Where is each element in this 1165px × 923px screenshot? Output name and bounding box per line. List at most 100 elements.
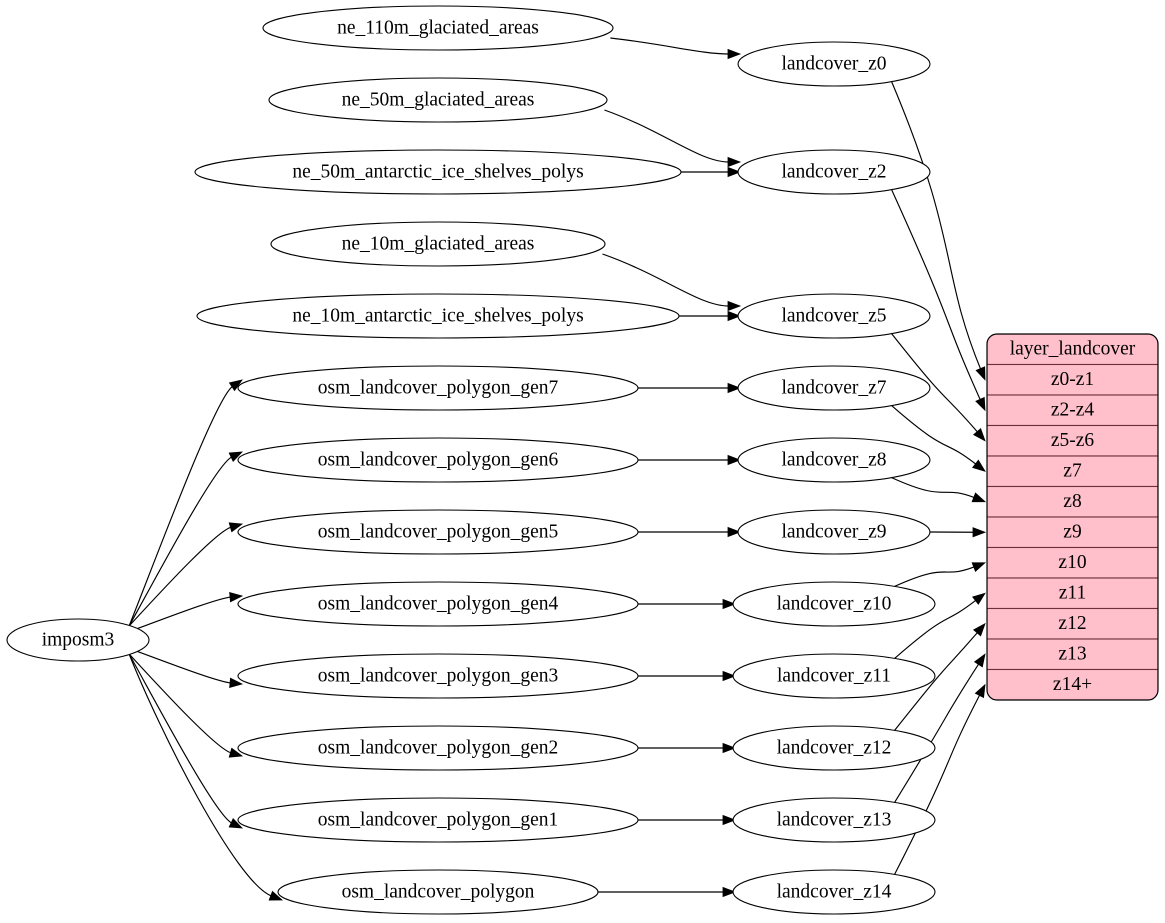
node-osm_landcover_polygon_gen5[interactable]: osm_landcover_polygon_gen5 [237,509,639,555]
node-label-imposm3: imposm3 [42,629,115,650]
node-osm_landcover_polygon_gen3[interactable]: osm_landcover_polygon_gen3 [237,653,639,699]
table-row-label-z10: z10 [1058,552,1086,573]
node-shape-ne_110m_glaciated_areas [262,5,614,51]
node-label-ne_10m_glaciated_areas: ne_10m_glaciated_areas [342,233,535,254]
node-shape-landcover_z5 [737,293,931,339]
edge-imposm3-to-osm_landcover_polygon_gen3 [128,647,232,684]
node-label-osm_landcover_polygon: osm_landcover_polygon [342,881,535,902]
edge-ne_10m_glaciated_areas-to-landcover_z5-arrowhead [727,300,742,312]
node-landcover_z2[interactable]: landcover_z2 [737,149,931,195]
node-landcover_z11[interactable]: landcover_z11 [732,653,936,699]
node-ne_10m_glaciated_areas[interactable]: ne_10m_glaciated_areas [270,221,606,267]
table-row-cell-z9[interactable] [987,516,1158,549]
node-ne_10m_antarctic_ice_shelves_polys[interactable]: ne_10m_antarctic_ice_shelves_polys [196,293,680,339]
node-label-ne_10m_antarctic_ice_shelves_polys: ne_10m_antarctic_ice_shelves_polys [292,305,583,326]
node-landcover_z8[interactable]: landcover_z8 [737,437,931,483]
edge-imposm3-to-osm_landcover_polygon_gen7-arrowhead [228,379,243,392]
edge-landcover_z2-to-table-row-1-arrowhead [975,396,986,412]
edge-imposm3-to-osm_landcover_polygon_gen6-arrowhead [228,451,244,463]
edge-osm_landcover_polygon-to-landcover_z14-arrowhead [722,886,737,898]
table-row-label-z9: z9 [1063,522,1081,543]
edge-imposm3-to-osm_landcover_polygon_gen2-arrowhead [228,747,244,758]
edge-landcover_z13-to-table-row-9-arrowhead [973,653,986,668]
node-label-landcover_z13: landcover_z13 [777,809,892,830]
node-label-landcover_z2: landcover_z2 [781,161,886,182]
node-shape-landcover_z7 [737,365,931,411]
table-row-cell-z14+[interactable] [987,668,1158,701]
edge-landcover_z0-to-table-row-0-arrowhead [975,366,986,381]
edge-osm_landcover_polygon_gen6-to-landcover_z8-arrowhead [727,454,742,466]
node-shape-ne_50m_glaciated_areas [268,77,608,123]
node-ne_50m_glaciated_areas[interactable]: ne_50m_glaciated_areas [268,77,608,123]
edge-ne_10m_antarctic_ice_shelves_polys-to-landcover_z5-arrowhead [727,310,742,322]
node-shape-osm_landcover_polygon_gen2 [237,725,639,771]
node-layer-landcover-table[interactable]: layer_landcoverz0-z1z2-z4z5-z6z7z8z9z10z… [986,333,1159,701]
edge-landcover_z11-to-table-row-7-arrowhead [972,592,986,605]
table-row-label-z5-z6: z5-z6 [1051,430,1095,451]
edge-imposm3-to-osm_landcover_polygon-arrowhead [268,890,284,901]
edge-osm_landcover_polygon_gen7-to-landcover_z7-arrowhead [727,382,742,394]
edge-landcover_z7-to-table-row-3 [891,405,977,465]
edge-landcover_z12-to-table-row-8-arrowhead [972,622,986,637]
node-shape-landcover_z0 [737,41,931,87]
table-row-label-z2-z4: z2-z4 [1051,400,1095,421]
edge-imposm3-to-osm_landcover_polygon_gen1 [128,653,233,824]
edge-osm_landcover_polygon_gen4-to-landcover_z10-arrowhead [722,598,737,610]
node-shape-ne_50m_antarctic_ice_shelves_polys [194,149,682,195]
node-label-landcover_z7: landcover_z7 [781,377,886,398]
node-landcover_z9[interactable]: landcover_z9 [737,509,931,555]
edge-ne_10m_glaciated_areas-to-landcover_z5 [602,253,730,307]
edge-landcover_z0-to-table-row-0 [891,81,982,370]
node-landcover_z0[interactable]: landcover_z0 [737,41,931,87]
node-label-osm_landcover_polygon_gen6: osm_landcover_polygon_gen6 [318,449,559,470]
edge-landcover_z11-to-table-row-7 [894,599,977,659]
node-label-landcover_z5: landcover_z5 [781,305,886,326]
edge-landcover_z5-to-table-row-2 [891,333,979,433]
node-landcover_z13[interactable]: landcover_z13 [732,797,936,843]
edge-imposm3-to-osm_landcover_polygon [128,653,272,897]
table-row-label-z11: z11 [1059,583,1086,604]
node-shape-osm_landcover_polygon_gen3 [237,653,639,699]
table-row-label-z7: z7 [1063,461,1082,482]
edge-landcover_z10-to-table-row-6-arrowhead [971,562,987,573]
edge-landcover_z9-to-table-row-5-arrowhead [972,527,987,538]
node-imposm3[interactable]: imposm3 [6,618,150,662]
edge-imposm3-to-osm_landcover_polygon_gen4 [128,596,232,633]
node-landcover_z7[interactable]: landcover_z7 [737,365,931,411]
table-row-cell-z10[interactable] [987,546,1158,579]
edge-landcover_z8-to-table-row-4-arrowhead [971,492,987,503]
node-label-ne_50m_glaciated_areas: ne_50m_glaciated_areas [342,89,535,110]
node-osm_landcover_polygon_gen6[interactable]: osm_landcover_polygon_gen6 [237,437,639,483]
table-header-label: layer_landcover [1010,339,1136,360]
node-osm_landcover_polygon[interactable]: osm_landcover_polygon [277,869,599,915]
node-label-osm_landcover_polygon_gen7: osm_landcover_polygon_gen7 [318,377,559,398]
edge-osm_landcover_polygon_gen2-to-landcover_z12-arrowhead [722,742,737,754]
node-osm_landcover_polygon_gen7[interactable]: osm_landcover_polygon_gen7 [237,365,639,411]
node-label-ne_110m_glaciated_areas: ne_110m_glaciated_areas [337,17,539,38]
edge-landcover_z7-to-table-row-3-arrowhead [972,459,986,472]
node-ne_110m_glaciated_areas[interactable]: ne_110m_glaciated_areas [262,5,614,51]
table-row-label-z13: z13 [1058,644,1086,665]
edge-osm_landcover_polygon_gen5-to-landcover_z9-arrowhead [727,526,742,538]
node-ne_50m_antarctic_ice_shelves_polys[interactable]: ne_50m_antarctic_ice_shelves_polys [194,149,682,195]
node-landcover_z12[interactable]: landcover_z12 [732,725,936,771]
table-row-cell-z8[interactable] [987,485,1158,518]
node-label-ne_50m_antarctic_ice_shelves_polys: ne_50m_antarctic_ice_shelves_polys [292,161,583,182]
edge-osm_landcover_polygon_gen1-to-landcover_z13-arrowhead [722,814,737,826]
node-shape-ne_10m_antarctic_ice_shelves_polys [196,293,680,339]
node-landcover_z10[interactable]: landcover_z10 [732,581,936,627]
node-landcover_z5[interactable]: landcover_z5 [737,293,931,339]
node-landcover_z14[interactable]: landcover_z14 [732,869,936,915]
edge-ne_50m_antarctic_ice_shelves_polys-to-landcover_z2-arrowhead [727,166,742,178]
table-row-cell-z12[interactable] [987,607,1158,640]
table-row-cell-z5-z6[interactable] [987,424,1158,457]
node-shape-landcover_z2 [737,149,931,195]
node-osm_landcover_polygon_gen1[interactable]: osm_landcover_polygon_gen1 [237,797,639,843]
node-osm_landcover_polygon_gen2[interactable]: osm_landcover_polygon_gen2 [237,725,639,771]
node-shape-landcover_z10 [732,581,936,627]
table-node-layer: layer_landcoverz0-z1z2-z4z5-z6z7z8z9z10z… [986,333,1159,701]
node-shape-osm_landcover_polygon [277,869,599,915]
node-osm_landcover_polygon_gen4[interactable]: osm_landcover_polygon_gen4 [237,581,639,627]
edge-landcover_z12-to-table-row-8 [894,631,979,731]
